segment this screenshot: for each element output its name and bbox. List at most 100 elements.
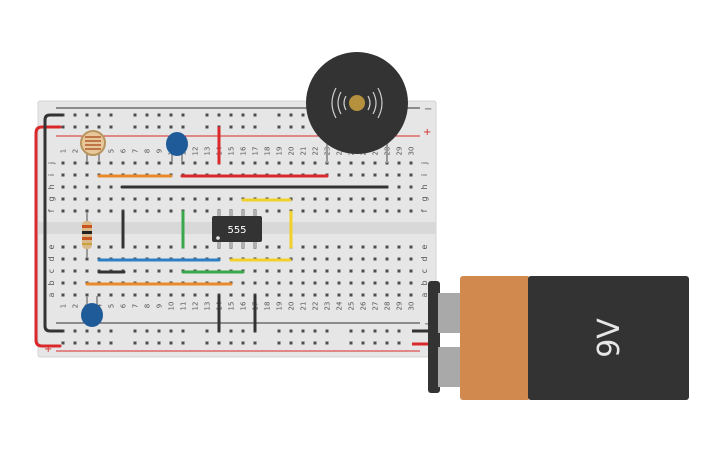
rail-hole[interactable] xyxy=(253,125,257,129)
rail-hole[interactable] xyxy=(385,341,389,345)
hole[interactable] xyxy=(157,161,161,165)
rail-hole[interactable] xyxy=(181,125,185,129)
hole[interactable] xyxy=(145,161,149,165)
rail-hole[interactable] xyxy=(301,329,305,333)
hole[interactable] xyxy=(61,185,65,189)
rail-hole[interactable] xyxy=(361,341,365,345)
hole[interactable] xyxy=(325,245,329,249)
hole[interactable] xyxy=(301,269,305,273)
hole[interactable] xyxy=(385,197,389,201)
rail-hole[interactable] xyxy=(325,341,329,345)
hole[interactable] xyxy=(313,245,317,249)
rail-hole[interactable] xyxy=(301,125,305,129)
rail-hole[interactable] xyxy=(241,341,245,345)
ic-555[interactable]: 555 xyxy=(212,210,262,248)
rail-hole[interactable] xyxy=(289,341,293,345)
hole[interactable] xyxy=(337,161,341,165)
rail-hole[interactable] xyxy=(169,113,173,117)
rail-hole[interactable] xyxy=(169,341,173,345)
hole[interactable] xyxy=(397,185,401,189)
hole[interactable] xyxy=(181,197,185,201)
rail-hole[interactable] xyxy=(181,329,185,333)
rail-hole[interactable] xyxy=(301,341,305,345)
rail-hole[interactable] xyxy=(157,341,161,345)
hole[interactable] xyxy=(409,197,413,201)
hole[interactable] xyxy=(289,269,293,273)
hole[interactable] xyxy=(85,161,89,165)
hole[interactable] xyxy=(145,293,149,297)
hole[interactable] xyxy=(325,197,329,201)
hole[interactable] xyxy=(205,293,209,297)
hole[interactable] xyxy=(277,269,281,273)
hole[interactable] xyxy=(61,257,65,261)
hole[interactable] xyxy=(265,161,269,165)
hole[interactable] xyxy=(361,269,365,273)
rail-hole[interactable] xyxy=(97,125,101,129)
hole[interactable] xyxy=(385,269,389,273)
hole[interactable] xyxy=(373,209,377,213)
hole[interactable] xyxy=(97,293,101,297)
hole[interactable] xyxy=(289,161,293,165)
hole[interactable] xyxy=(85,269,89,273)
rail-hole[interactable] xyxy=(277,113,281,117)
hole[interactable] xyxy=(193,245,197,249)
hole[interactable] xyxy=(145,269,149,273)
wire-black-left-loop[interactable] xyxy=(43,113,64,333)
hole[interactable] xyxy=(409,209,413,213)
rail-hole[interactable] xyxy=(313,329,317,333)
hole[interactable] xyxy=(265,209,269,213)
rail-hole[interactable] xyxy=(97,113,101,117)
capacitor-top[interactable] xyxy=(166,132,188,162)
hole[interactable] xyxy=(193,209,197,213)
hole[interactable] xyxy=(277,209,281,213)
rail-hole[interactable] xyxy=(217,113,221,117)
rail-hole[interactable] xyxy=(349,341,353,345)
hole[interactable] xyxy=(325,293,329,297)
hole[interactable] xyxy=(61,161,65,165)
hole[interactable] xyxy=(73,185,77,189)
hole[interactable] xyxy=(109,245,113,249)
hole[interactable] xyxy=(337,245,341,249)
hole[interactable] xyxy=(397,161,401,165)
hole[interactable] xyxy=(97,209,101,213)
hole[interactable] xyxy=(301,293,305,297)
hole[interactable] xyxy=(313,161,317,165)
hole[interactable] xyxy=(277,245,281,249)
hole[interactable] xyxy=(349,197,353,201)
hole[interactable] xyxy=(373,245,377,249)
rail-hole[interactable] xyxy=(205,113,209,117)
rail-hole[interactable] xyxy=(169,125,173,129)
hole[interactable] xyxy=(157,197,161,201)
hole[interactable] xyxy=(133,197,137,201)
rail-hole[interactable] xyxy=(145,125,149,129)
hole[interactable] xyxy=(109,293,113,297)
hole[interactable] xyxy=(133,209,137,213)
hole[interactable] xyxy=(385,257,389,261)
hole[interactable] xyxy=(73,245,77,249)
hole[interactable] xyxy=(97,185,101,189)
hole[interactable] xyxy=(181,161,185,165)
rail-hole[interactable] xyxy=(61,125,65,129)
hole[interactable] xyxy=(73,281,77,285)
hole[interactable] xyxy=(61,197,65,201)
hole[interactable] xyxy=(337,281,341,285)
hole[interactable] xyxy=(313,293,317,297)
hole[interactable] xyxy=(313,281,317,285)
hole[interactable] xyxy=(85,209,89,213)
hole[interactable] xyxy=(409,173,413,177)
hole[interactable] xyxy=(157,269,161,273)
hole[interactable] xyxy=(313,197,317,201)
hole[interactable] xyxy=(73,293,77,297)
hole[interactable] xyxy=(373,161,377,165)
hole[interactable] xyxy=(133,293,137,297)
hole[interactable] xyxy=(397,257,401,261)
hole[interactable] xyxy=(109,161,113,165)
rail-hole[interactable] xyxy=(373,341,377,345)
hole[interactable] xyxy=(85,293,89,297)
hole[interactable] xyxy=(73,197,77,201)
hole[interactable] xyxy=(325,257,329,261)
rail-hole[interactable] xyxy=(157,113,161,117)
rail-hole[interactable] xyxy=(85,329,89,333)
rail-hole[interactable] xyxy=(241,113,245,117)
hole[interactable] xyxy=(61,245,65,249)
